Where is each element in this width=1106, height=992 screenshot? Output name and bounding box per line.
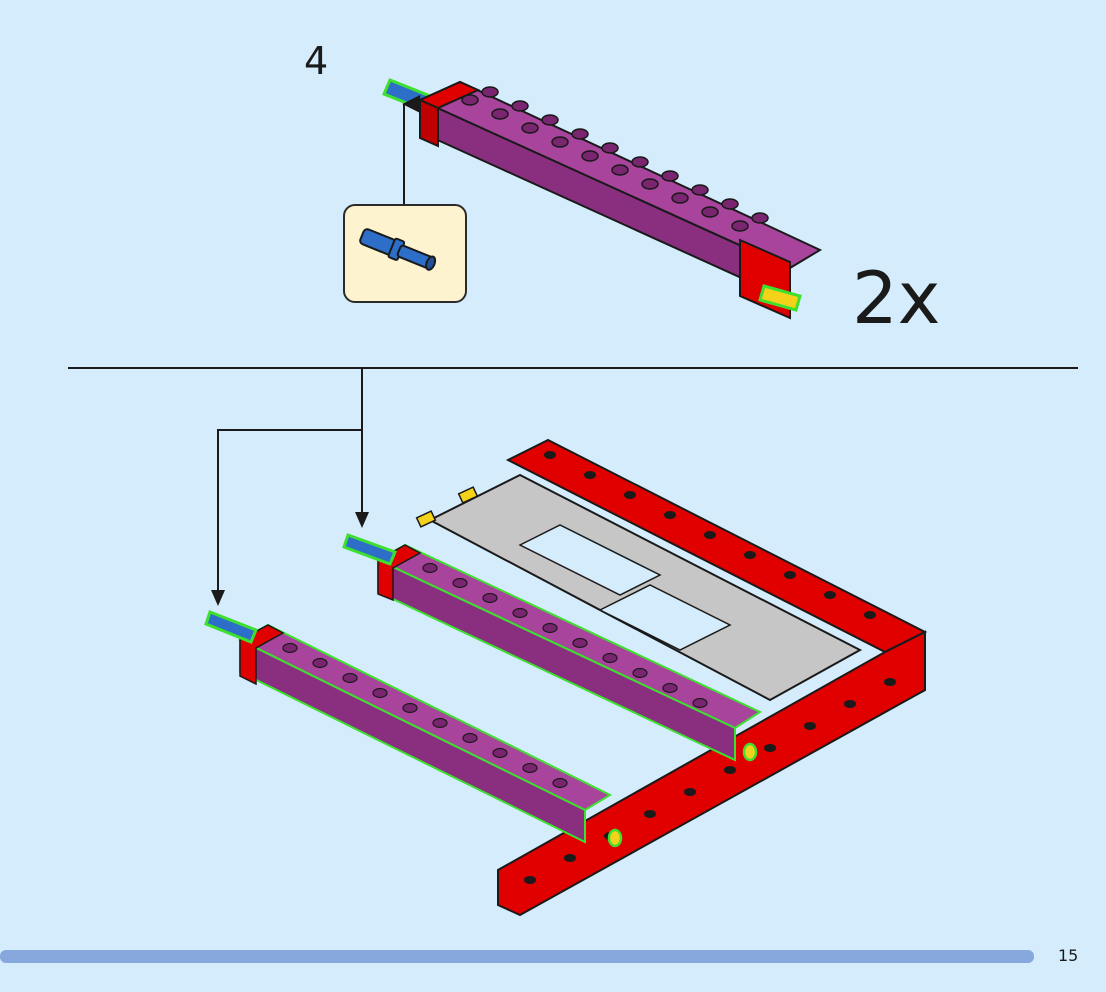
main-assembly [204, 438, 928, 917]
quantity-multiplier: 2x [852, 256, 941, 340]
step-number: 4 [304, 39, 329, 83]
blue-pin-icon [342, 533, 397, 566]
page-footer-bar [0, 950, 1034, 963]
blue-pin-icon [204, 610, 258, 644]
page-number: 15 [1058, 946, 1079, 965]
blue-axle-pin-icon [359, 228, 437, 271]
parts-callout [343, 204, 467, 303]
yellow-pin-icon [758, 284, 802, 312]
placement-arrows [211, 368, 369, 606]
purple-beam-subassembly [382, 78, 823, 320]
